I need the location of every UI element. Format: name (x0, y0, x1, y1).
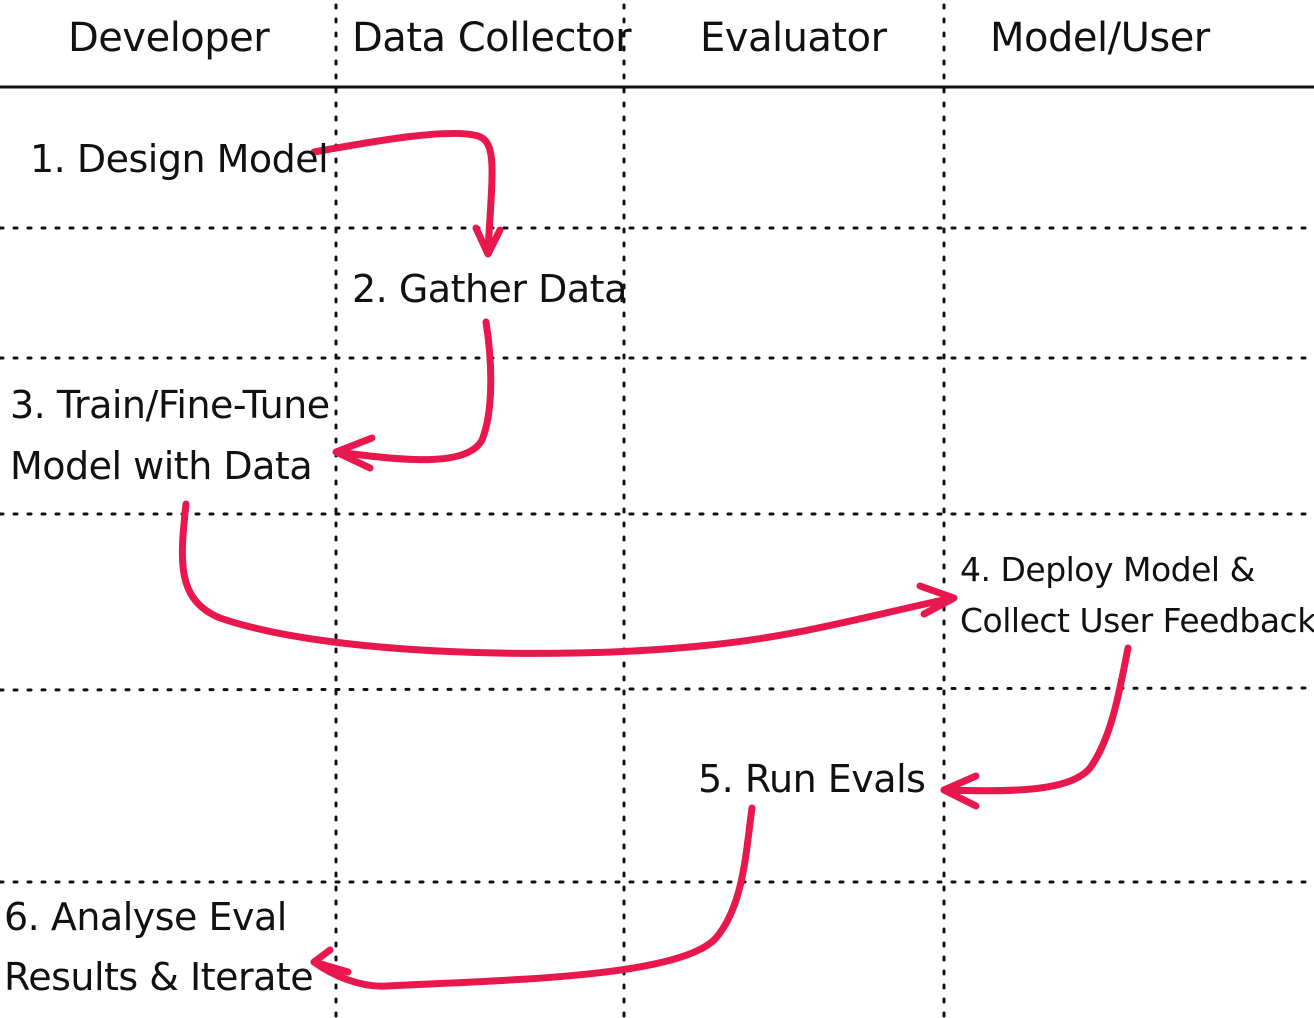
lane-title-developer: Developer (68, 15, 270, 61)
lane-title-evaluator: Evaluator (700, 15, 887, 61)
step-run-evals: 5. Run Evals (698, 757, 926, 801)
arrow-train-to-deploy (178, 500, 956, 657)
step-deploy-line1: 4. Deploy Model & (960, 550, 1255, 589)
arrow-gather-to-train (334, 318, 495, 464)
step-train-line1: 3. Train/Fine-Tune (10, 383, 330, 427)
step-train-line2: Model with Data (10, 444, 313, 488)
lane-title-model-user: Model/User (990, 15, 1210, 61)
arrow-head-1 (472, 224, 504, 258)
arrow-head-4 (940, 772, 980, 810)
arrow-evals-to-analyse (310, 804, 756, 990)
arrow-head-3 (916, 582, 958, 618)
row-divider-4 (0, 686, 1314, 692)
step-design-model: 1. Design Model (30, 137, 329, 181)
arrow-head-2 (332, 434, 376, 472)
arrow-head-5 (310, 946, 352, 976)
step-analyse-line2: Results & Iterate (4, 955, 314, 999)
lane-title-data-collector: Data Collector (352, 15, 632, 61)
arrow-design-to-gather (310, 129, 496, 256)
arrow-deploy-to-evals (940, 644, 1132, 795)
step-gather-data: 2. Gather Data (352, 267, 627, 311)
step-deploy-line2: Collect User Feedback (960, 601, 1314, 640)
step-analyse-line1: 6. Analyse Eval (4, 895, 287, 939)
